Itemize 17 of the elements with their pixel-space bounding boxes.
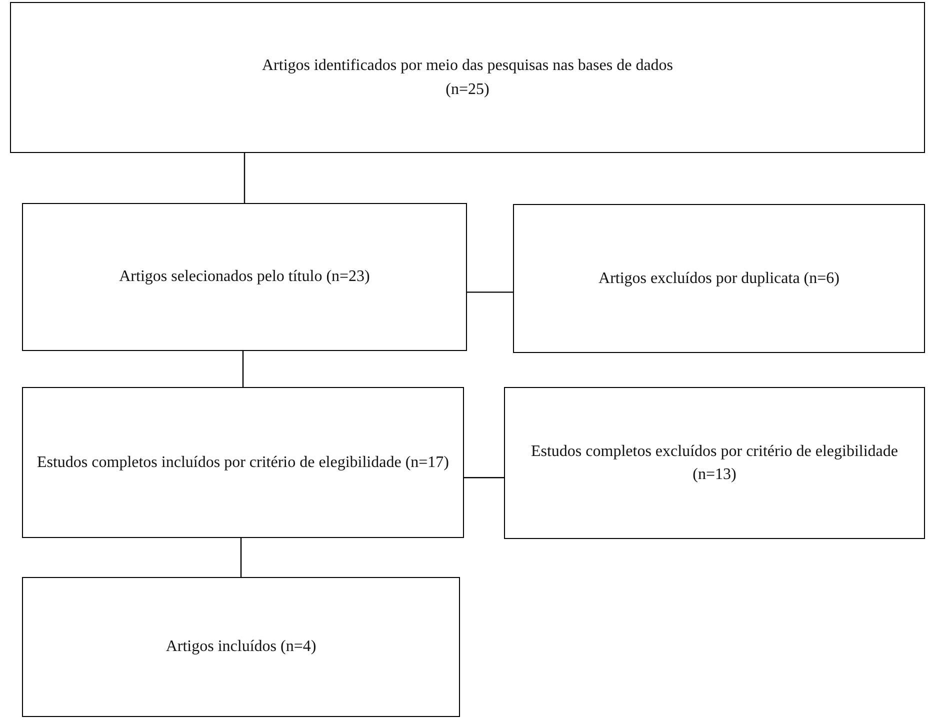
connector-line	[242, 351, 244, 387]
box-text: Artigos identificados por meio das pesquisas nas bases de dados (n=25)	[260, 56, 674, 100]
connector-line	[467, 292, 513, 293]
box-text: Artigos excluídos por duplicata (n=6)	[598, 268, 840, 289]
connector-line	[244, 153, 246, 203]
connector-line	[464, 477, 504, 478]
connector-line	[240, 538, 242, 577]
process-box	[504, 387, 925, 539]
box-text: Estudos completos incluídos por critério de elegibilidade (n=17)	[36, 452, 450, 473]
process-box	[10, 2, 925, 153]
box-text: Artigos selecionados pelo título (n=23)	[118, 267, 371, 288]
process-box	[22, 577, 460, 717]
process-box	[513, 204, 925, 353]
process-box	[22, 203, 467, 351]
box-text: Artigos incluídos (n=4)	[164, 637, 318, 658]
box-text: Estudos completos excluídos por critério de elegibilidade (n=13)	[530, 442, 899, 485]
process-box	[22, 387, 464, 538]
